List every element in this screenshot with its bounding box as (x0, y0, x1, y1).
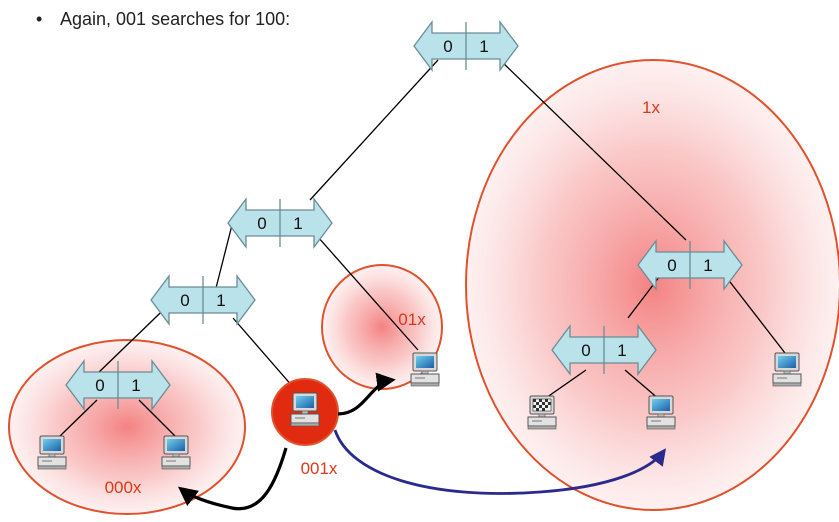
node-arrow-icon (551, 325, 657, 375)
bullet-line: • Again, 001 searches for 100: (36, 9, 290, 30)
tree-edges (59, 59, 786, 437)
computer-icon (37, 435, 67, 470)
node-arrow-icon (413, 21, 519, 71)
arrow-to-1x (333, 429, 666, 495)
edge-n000-pc0 (59, 399, 98, 437)
node-1: 0 1 (637, 240, 743, 290)
computer-icon (646, 395, 676, 430)
node-root: 0 1 (413, 21, 519, 71)
node-10-bit-1: 1 (617, 341, 626, 360)
node-0: 0 1 (227, 198, 333, 248)
self-node-001x: 001x (271, 378, 339, 478)
zone-01x-label: 01x (398, 310, 426, 329)
computer-icon (161, 435, 191, 470)
bullet-symbol: • (36, 9, 43, 29)
node-00-bit-0: 0 (180, 291, 189, 310)
arrow-to-01x (337, 372, 396, 416)
zone-1x-label: 1x (642, 98, 660, 117)
node-10: 0 1 (551, 325, 657, 375)
zone-001x-label: 001x (301, 459, 338, 478)
edge-n10-pc101 (624, 369, 661, 401)
node-arrow-icon (637, 240, 743, 290)
zone-000x-label: 000x (105, 478, 142, 497)
node-00: 0 1 (150, 275, 256, 325)
node-0-bit-0: 0 (257, 214, 266, 233)
node-arrow-icon (227, 198, 333, 248)
node-10-bit-0: 0 (581, 341, 590, 360)
node-00-bit-1: 1 (216, 291, 225, 310)
edge-root-n1 (499, 59, 687, 241)
node-000-bit-0: 0 (95, 376, 104, 395)
edge-n0-01x (309, 227, 419, 351)
edge-n10-pc100 (542, 369, 587, 401)
node-1-bit-0: 0 (667, 256, 676, 275)
node-root-bit-1: 1 (479, 37, 488, 56)
node-000-bit-1: 1 (131, 376, 140, 395)
computer-icon (410, 352, 440, 387)
edge-root-n0 (309, 59, 439, 201)
zone-000x: 000x (8, 339, 246, 515)
zone-01x: 01x (321, 264, 443, 390)
computer-icon (290, 392, 320, 427)
computer-icon (772, 352, 802, 387)
computer-icon-selected (527, 395, 557, 430)
edge-n000-pc1 (138, 399, 176, 437)
node-0-bit-1: 1 (293, 214, 302, 233)
edge-n0-n00 (215, 220, 234, 289)
node-000: 0 1 (65, 360, 171, 410)
node-arrow-icon (150, 275, 256, 325)
bullet-text: Again, 001 searches for 100: (60, 9, 291, 29)
arrow-to-000x (177, 447, 288, 511)
node-arrow-icon (65, 360, 171, 410)
node-root-bit-0: 0 (443, 37, 452, 56)
node-1-bit-1: 1 (703, 256, 712, 275)
